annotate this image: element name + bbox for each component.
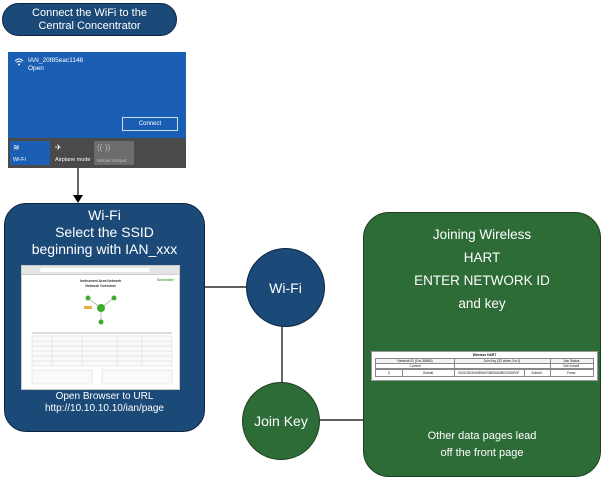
quick-tile-label: Mobile hotspot (97, 158, 127, 163)
form-sub-row: Current Not Joined (375, 363, 594, 369)
network-id-field[interactable]: 0 (376, 370, 404, 376)
wifi-node: Wi-Fi (246, 248, 325, 327)
header-join-status: Join Status (563, 359, 580, 363)
hotspot-icon: ((·)) (97, 143, 111, 152)
quick-actions-bar: ≋ Wi-Fi ✈ Airplane mode ((·)) Mobile hot… (8, 138, 186, 168)
footer-note-2: off the front page (440, 447, 524, 459)
airplane-icon: ✈ (55, 143, 62, 152)
sub-empty (454, 364, 551, 368)
wifi-flyout: IAN_20f85eac1148 Open Connect (8, 52, 186, 138)
force-join-toggle[interactable]: Force (567, 371, 576, 375)
wifi-signal-icon (14, 58, 24, 66)
header-join-key: Join Key (32 chars 0 to f) (454, 359, 551, 363)
browser-page-heading: Instrument Area Network (79, 279, 122, 283)
quick-tile-wifi[interactable]: ≋ Wi-Fi (10, 141, 50, 165)
browser-screenshot: Instrument Area Network Network Overview… (21, 265, 180, 390)
wifi-node-label: Wi-Fi (269, 279, 302, 296)
browser-page-subheading: Network Overview (85, 284, 116, 288)
network-id-submit[interactable]: Submit (402, 370, 456, 376)
step-instruction: Select the SSID (55, 224, 154, 240)
network-overview-graphic (31, 295, 173, 385)
sub-status: Not Joined (563, 364, 580, 368)
join-instruction: ENTER NETWORK ID (414, 273, 550, 288)
connect-button[interactable]: Connect (122, 117, 178, 131)
join-key-submit[interactable]: Submit (524, 370, 551, 376)
form-input-row: 0 Submit 000102030405060708090A0B0C0D0E0… (375, 369, 594, 377)
join-step-box: Joining Wireless HART ENTER NETWORK ID a… (363, 212, 601, 477)
banner-pill: Connect the WiFi to the Central Concentr… (2, 3, 177, 36)
wireless-hart-form: Wireless HART Network ID (0 to 36863) Jo… (371, 351, 598, 381)
header-network-id: Network ID (0 to 36863) (376, 359, 456, 363)
join-subtitle: HART (463, 250, 501, 265)
join-key-node-label: Join Key (254, 413, 308, 429)
banner-text: Connect the WiFi to the Central Concentr… (32, 6, 147, 32)
wifi-icon: ≋ (13, 143, 20, 152)
quick-tile-label: Airplane mode (55, 157, 91, 163)
quick-tile-label: Wi-Fi (13, 157, 26, 163)
network-item[interactable]: IAN_20f85eac1148 Open (14, 57, 83, 73)
browser-address-bar (40, 268, 150, 272)
browser-url: http://10.10.10.10/ian/page (45, 403, 164, 414)
form-title: Wireless HART (472, 353, 497, 357)
join-key-field[interactable]: 000102030405060708090A0B0C0D0E0F (454, 370, 525, 376)
footer-note: Other data pages lead (427, 430, 537, 442)
join-title: Joining Wireless (432, 227, 532, 242)
browser-instruction: Open Browser to URL (55, 391, 154, 402)
network-ssid: IAN_20f85eac1148 (28, 57, 84, 64)
step-title: Wi-Fi (88, 207, 121, 223)
join-instruction-key: and key (458, 296, 506, 311)
step-instruction-ssid: beginning with IAN_xxx (31, 241, 178, 257)
quick-tile-hotspot[interactable]: ((·)) Mobile hotspot (94, 141, 134, 165)
join-key-node: Join Key (242, 382, 320, 460)
sub-current: Current (376, 364, 456, 368)
quick-tile-airplane[interactable]: ✈ Airplane mode (52, 141, 92, 165)
brand-logo: Schneider (157, 278, 174, 282)
network-status: Open (28, 65, 44, 72)
